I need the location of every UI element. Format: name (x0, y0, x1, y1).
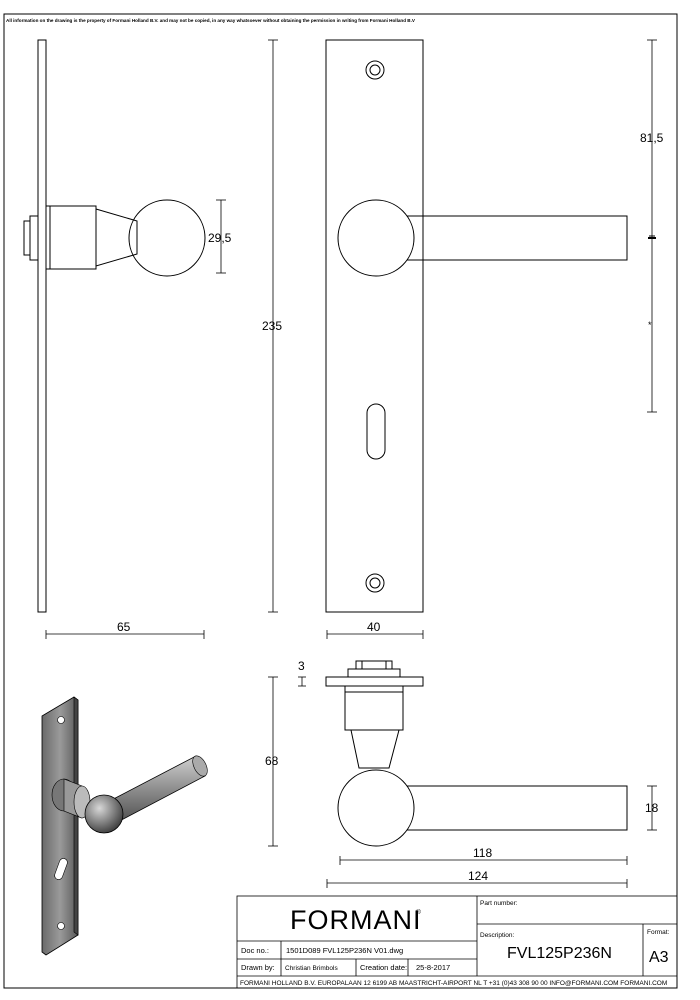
description-label: Description: (480, 932, 515, 939)
dim-lever-thickness-label: 18 (645, 801, 659, 815)
dim-lever-length-inner (339, 856, 628, 865)
top-screw (365, 60, 385, 80)
dim-plate-width-label: 40 (367, 620, 381, 634)
dim-side-depth-label: 65 (117, 620, 131, 634)
bottom-screw (365, 573, 385, 593)
dim-total-height-label: 235 (262, 319, 282, 333)
dim-handle-height (647, 39, 657, 413)
dim-plate-thickness (298, 676, 306, 687)
dim-lever-length-total (326, 879, 628, 888)
title-block (236, 895, 678, 989)
drawn-by-label: Drawn by: (241, 963, 275, 972)
dim-projection (268, 676, 278, 847)
front-view-lever (402, 215, 628, 261)
dim-lever-thickness (647, 785, 657, 831)
doc-no-label: Doc no.: (241, 946, 269, 955)
formani-logo-mark: ® (416, 908, 421, 916)
creation-date-value: 25-8-2017 (416, 963, 450, 972)
dim-lever-length-inner-label: 118 (473, 846, 492, 860)
front-view (325, 39, 628, 613)
copyright-notice: All information on the drawing is the pr… (6, 18, 416, 23)
dim-lever-length-total-label: 124 (468, 869, 488, 883)
drawn-by-value: Christian Brimbols (285, 965, 338, 972)
dim-plate-thickness-label: 3 (298, 659, 305, 673)
dim-side-depth (45, 630, 205, 639)
top-view-knob (337, 769, 415, 847)
description-value: FVL125P236N (507, 945, 612, 962)
dim-knob-diameter (216, 199, 226, 274)
sheet-border (3, 13, 678, 989)
side-view-knob (128, 199, 206, 277)
keyhole (366, 403, 386, 460)
dim-plate-width (326, 630, 424, 639)
top-view-plate (325, 676, 424, 687)
side-view-plate (37, 39, 47, 613)
front-view-knob (337, 199, 415, 277)
isometric-view (41, 696, 208, 956)
company-footer: FORMANI HOLLAND B.V. EUROPALAAN 12 6199 … (240, 980, 667, 987)
top-view-lever (402, 785, 628, 831)
creation-date-label: Creation date: (360, 963, 407, 972)
top-view (325, 660, 628, 847)
format-value: A3 (649, 949, 669, 966)
format-label: Format: (647, 929, 670, 936)
formani-logo: FORMANI (290, 905, 422, 935)
dim-knob-diameter-label: 29,5 (208, 231, 232, 245)
part-number-label: Part number: (480, 900, 518, 907)
dim-handle-height-label: 81,5 (640, 131, 664, 145)
dim-projection-label: 68 (265, 754, 279, 768)
front-view-plate (325, 39, 424, 613)
doc-no-value: 1501D089 FVL125P236N V01.dwg (286, 946, 403, 955)
side-view (23, 39, 206, 613)
iso-plate (41, 696, 79, 956)
iso-knob (84, 794, 124, 834)
dim-total-height (268, 39, 278, 613)
dim-asterisk: * (648, 320, 652, 330)
